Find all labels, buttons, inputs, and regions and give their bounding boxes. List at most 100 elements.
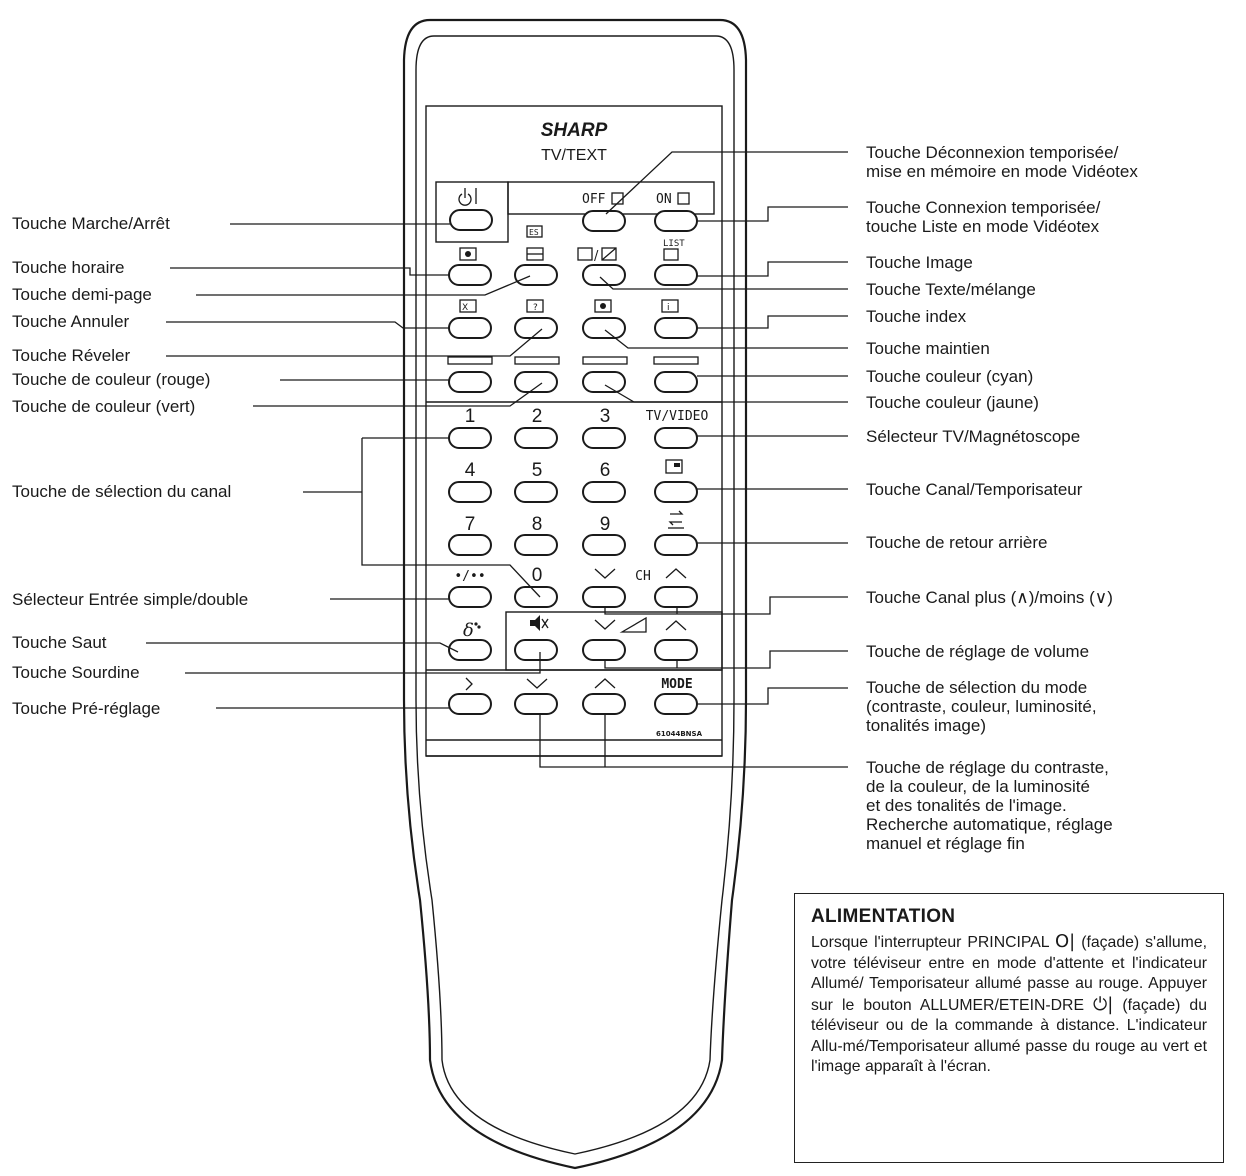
channel-up-button[interactable] xyxy=(654,586,698,608)
label-image: Touche Image xyxy=(866,253,973,272)
digit-4-button[interactable] xyxy=(448,481,492,503)
digit-5-button[interactable] xyxy=(514,481,558,503)
red-color-bar xyxy=(447,356,493,365)
digit-1-label: 1 xyxy=(465,406,476,427)
leader-lines-left xyxy=(146,223,543,709)
svg-text:δ: δ xyxy=(463,620,474,641)
half-page-button[interactable] xyxy=(514,264,558,286)
digit-6-button[interactable] xyxy=(582,481,626,503)
digit-8-button[interactable] xyxy=(514,534,558,556)
channel-down-button[interactable] xyxy=(582,586,626,608)
green-color-bar xyxy=(514,356,560,365)
label-marche-arret: Touche Marche/Arrêt xyxy=(12,214,170,233)
yellow-button[interactable] xyxy=(582,371,626,393)
flashback-button[interactable] xyxy=(654,534,698,556)
reveal-icon: ? xyxy=(526,299,544,313)
label-sourdine: Touche Sourdine xyxy=(12,663,140,682)
label-retour-arriere: Touche de retour arrière xyxy=(866,533,1048,552)
digit-3-label: 3 xyxy=(600,406,611,427)
label-horaire: Touche horaire xyxy=(12,258,125,277)
off-timer-button[interactable] xyxy=(582,210,626,232)
preset-icon xyxy=(465,677,473,691)
svg-text:i: i xyxy=(667,303,670,313)
label-saut: Touche Saut xyxy=(12,633,107,652)
volume-up-icon xyxy=(665,620,687,631)
main-switch-icon: O| xyxy=(1055,931,1076,952)
label-couleur-rouge: Touche de couleur (rouge) xyxy=(12,370,211,389)
label-reglage-contraste: Touche de réglage du contraste,de la cou… xyxy=(866,758,1113,853)
adjust-up-icon xyxy=(594,678,616,689)
preset-button[interactable] xyxy=(448,693,492,715)
svg-text:X: X xyxy=(462,303,468,313)
cyan-color-bar xyxy=(653,356,699,365)
label-canal-temporisateur: Touche Canal/Temporisateur xyxy=(866,480,1083,499)
alimentation-box: ALIMENTATION Lorsque l'interrupteur PRIN… xyxy=(794,893,1224,1163)
remote-body-outer xyxy=(402,18,748,1170)
digit-5-label: 5 xyxy=(532,460,543,481)
tv-video-button[interactable] xyxy=(654,427,698,449)
channel-down-icon xyxy=(594,568,616,579)
yellow-color-bar xyxy=(582,356,628,365)
digit-6-label: 6 xyxy=(600,460,611,481)
hold-button[interactable] xyxy=(582,317,626,339)
mute-button[interactable] xyxy=(514,639,558,661)
svg-text:/: / xyxy=(594,249,599,264)
skip-button[interactable] xyxy=(448,639,492,661)
remote-body-inner xyxy=(415,35,735,1155)
alimentation-title: ALIMENTATION xyxy=(811,906,956,927)
list-label: LIST xyxy=(663,239,685,249)
label-annuler: Touche Annuler xyxy=(12,312,130,331)
alimentation-text: Lorsque l'interrupteur PRINCIPAL O| (faç… xyxy=(811,931,1207,1075)
digit-3-button[interactable] xyxy=(582,427,626,449)
label-couleur-jaune: Touche couleur (jaune) xyxy=(866,393,1039,412)
digit-2-button[interactable] xyxy=(514,427,558,449)
digit-9-label: 9 xyxy=(600,514,611,535)
cyan-button[interactable] xyxy=(654,371,698,393)
mode-label: MODE xyxy=(661,677,692,692)
power-icon xyxy=(458,188,477,206)
hold-icon xyxy=(594,299,612,313)
digit-8-label: 8 xyxy=(532,514,543,535)
text-mix-button[interactable] xyxy=(582,264,626,286)
channel-timer-button[interactable] xyxy=(654,481,698,503)
power-button[interactable] xyxy=(449,209,493,231)
reveal-button[interactable] xyxy=(514,317,558,339)
adjust-up-button[interactable] xyxy=(582,693,626,715)
off-label: OFF xyxy=(582,192,606,207)
index-icon: i xyxy=(661,299,679,313)
label-couleur-vert: Touche de couleur (vert) xyxy=(12,397,196,416)
digit-7-button[interactable] xyxy=(448,534,492,556)
adjust-down-button[interactable] xyxy=(514,693,558,715)
model-text: TV/TEXT xyxy=(541,147,607,164)
flashback-icon xyxy=(668,510,684,529)
channel-up-icon xyxy=(665,568,687,579)
cancel-icon: X xyxy=(459,299,477,313)
on-label: ON xyxy=(656,192,672,207)
label-selection-mode: Touche de sélection du mode(contraste, c… xyxy=(866,678,1097,735)
label-entree-simple-double: Sélecteur Entrée simple/double xyxy=(12,590,249,609)
volume-down-button[interactable] xyxy=(582,639,626,661)
volume-down-icon xyxy=(594,619,616,630)
red-button[interactable] xyxy=(448,371,492,393)
green-button[interactable] xyxy=(514,371,558,393)
volume-ramp-icon xyxy=(619,616,647,633)
skip-icon: δ xyxy=(463,620,481,641)
image-button[interactable] xyxy=(654,264,698,286)
adjust-down-icon xyxy=(526,678,548,689)
label-volume: Touche de réglage de volume xyxy=(866,642,1090,661)
digit-7-label: 7 xyxy=(465,514,476,535)
label-connexion: Touche Connexion temporisée/touche Liste… xyxy=(866,198,1101,236)
digit-9-button[interactable] xyxy=(582,534,626,556)
label-pre-reglage: Touche Pré-réglage xyxy=(12,699,161,718)
brand-logo: SHARP xyxy=(541,120,608,141)
digit-0-button[interactable] xyxy=(514,586,558,608)
clock-teletext-icon xyxy=(459,247,477,261)
text-mix-icon: / xyxy=(577,247,617,264)
digit-4-label: 4 xyxy=(465,460,476,481)
label-demi-page: Touche demi-page xyxy=(12,285,152,304)
label-index: Touche index xyxy=(866,307,967,326)
label-selection-canal: Touche de sélection du canal xyxy=(12,482,232,501)
volume-up-button[interactable] xyxy=(654,639,698,661)
single-double-button[interactable] xyxy=(448,586,492,608)
